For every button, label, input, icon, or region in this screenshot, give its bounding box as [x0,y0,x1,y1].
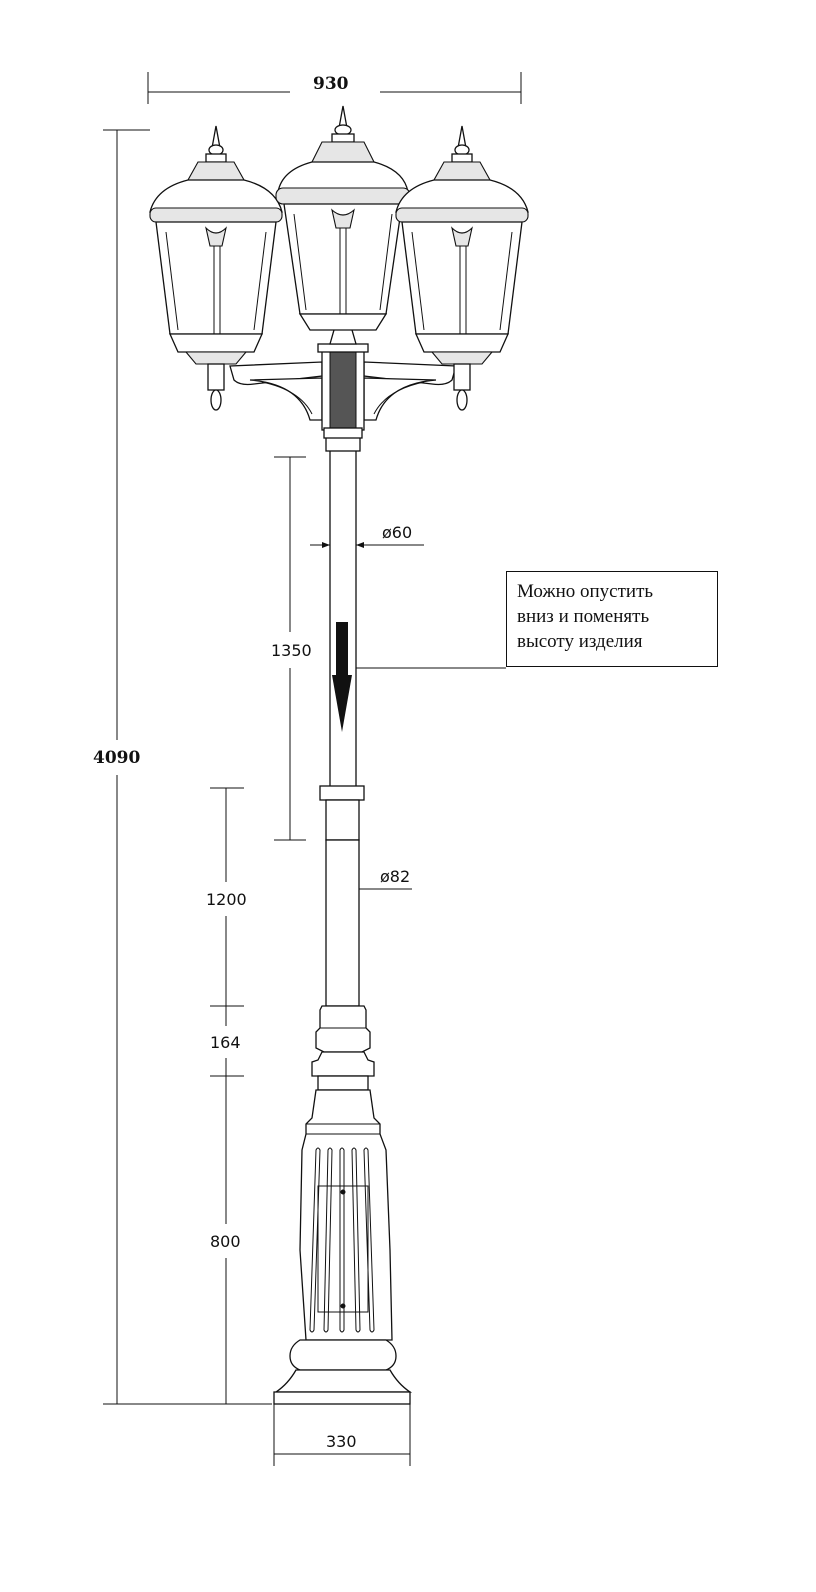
dimension-upper-pipe-length: 1350 [271,456,312,841]
top-width-label: 930 [313,74,349,94]
collar-height-label: 164 [210,1033,241,1052]
base-height-label: 800 [210,1232,241,1251]
dimension-collar-height: 164 [210,1006,244,1077]
dimension-upper-diameter: ø60 [310,523,424,548]
dimension-base-height: 800 [210,1076,241,1404]
lantern-right [395,125,529,411]
lamp-arm-bracket [229,280,457,439]
upper-diameter-label: ø60 [382,523,412,542]
dimension-base-width: 330 [273,1404,411,1466]
fluted-base [273,1089,413,1405]
pole-collar [311,1005,375,1091]
note-line-1: Можно опустить [517,581,654,602]
note-adjustable-height: Можно опустить вниз и поменять высоту из… [506,571,718,667]
lantern-left [149,125,283,411]
upper-pipe [325,436,361,789]
total-height-label: 4090 [93,748,140,768]
dimension-total-height: 4090 [93,129,272,1405]
dimension-lower-pipe-length: 1200 [206,787,247,1007]
dimension-top-width: 930 [147,72,522,104]
note-line-2: вниз и поменять [517,606,650,627]
lantern-center [275,105,411,331]
upper-pipe-length-label: 1350 [271,641,312,660]
lower-pipe-length-label: 1200 [206,890,247,909]
lower-diameter-label: ø82 [380,867,410,886]
lower-pipe [319,785,365,1007]
base-width-label: 330 [326,1432,357,1451]
note-line-3: высоту изделия [517,631,643,652]
down-arrow-icon [332,622,352,732]
